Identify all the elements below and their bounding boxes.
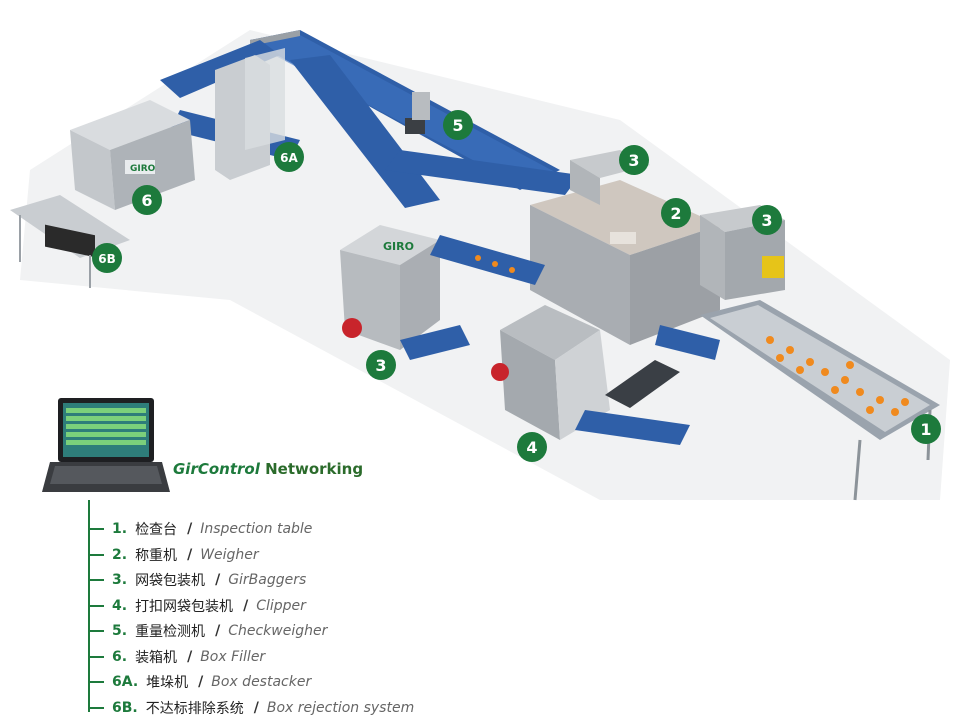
svg-text:1: 1 <box>920 420 931 439</box>
network-label: GirControl Networking <box>173 460 363 478</box>
box-filler-top <box>70 100 190 150</box>
legend-item: 1.检查台/Inspection table <box>90 518 312 540</box>
inspection-rollers <box>710 305 930 432</box>
svg-text:3: 3 <box>761 211 772 230</box>
bagger-right-yellow <box>762 256 784 278</box>
legend-item: 6A.堆垛机/Box destacker <box>90 671 311 693</box>
svg-text:3: 3 <box>628 151 639 170</box>
clipper-roller <box>491 363 509 381</box>
network-brand: GirControl <box>173 460 260 478</box>
checkweigher-hopper <box>412 92 430 120</box>
svg-text:5: 5 <box>452 116 463 135</box>
badge-3-top: 3 <box>619 145 649 175</box>
badge-3-left: 3 <box>366 350 396 380</box>
badge-2: 2 <box>661 198 691 228</box>
clipper-chute <box>605 360 680 408</box>
laptop-keyboard <box>50 466 162 484</box>
badge-5: 5 <box>443 110 473 140</box>
legend-item: 2.称重机/Weigher <box>90 544 259 566</box>
bagger-left-front <box>400 240 440 350</box>
bagger-left-roller <box>342 318 362 338</box>
legend-connector-line <box>88 500 90 712</box>
badge-6b: 6B <box>92 243 122 273</box>
weigher-top <box>530 180 720 255</box>
svg-text:6: 6 <box>141 191 152 210</box>
bagger-feed-conveyor <box>430 235 545 285</box>
svg-text:6B: 6B <box>98 252 116 266</box>
legend-item: 6B.不达标排除系统/Box rejection system <box>90 697 414 719</box>
rejection-table <box>10 195 130 258</box>
badge-6: 6 <box>132 185 162 215</box>
inspection-infeed <box>655 325 720 360</box>
bagger-top-side <box>570 160 600 205</box>
svg-text:4: 4 <box>526 438 537 457</box>
legend-item: 5.重量检测机/Checkweigher <box>90 620 327 642</box>
oranges <box>766 336 909 416</box>
checkweigher-screen <box>405 118 425 134</box>
badge-3-right: 3 <box>752 205 782 235</box>
bagger-right-front <box>725 220 785 300</box>
box-filler-logo-plate <box>125 160 155 174</box>
mid-conveyor <box>385 150 580 195</box>
box-filler-side <box>70 130 115 210</box>
bagger-left-top <box>340 225 440 265</box>
badge-4: 4 <box>517 432 547 462</box>
legend-item: 3.网袋包装机/GirBaggers <box>90 569 306 591</box>
svg-text:6A: 6A <box>280 151 298 165</box>
badge-6a: 6A <box>274 142 304 172</box>
weigher-front <box>630 225 720 345</box>
bagger-left-outfeed <box>400 325 470 360</box>
badge-1: 1 <box>911 414 941 444</box>
legend-item: 4.打扣网袋包装机/Clipper <box>90 595 306 617</box>
weigher-side <box>530 205 630 345</box>
clipper-outfeed <box>575 410 690 445</box>
bagger-left-logo: GIRO <box>383 240 414 253</box>
laptop <box>42 398 170 492</box>
weigher-logo-plate <box>610 232 636 244</box>
clipper-top <box>500 305 600 360</box>
bagger-right-side <box>700 215 725 300</box>
clipper-side <box>500 330 560 440</box>
table-leg <box>853 439 862 501</box>
svg-text:2: 2 <box>670 204 681 223</box>
network-rest: Networking <box>265 460 364 478</box>
box-filler-logo: GIRO <box>130 164 156 174</box>
destacker-panel <box>245 48 285 150</box>
legend-item: 6.装箱机/Box Filler <box>90 646 265 668</box>
rejected-boxes <box>45 224 95 258</box>
svg-text:3: 3 <box>375 356 386 375</box>
